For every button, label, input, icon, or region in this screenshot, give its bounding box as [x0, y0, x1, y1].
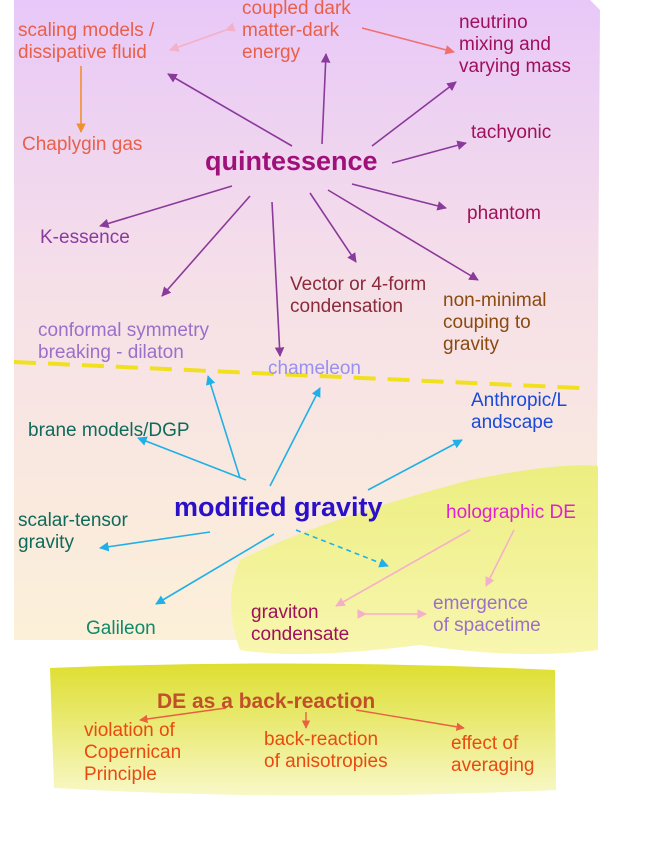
arrow-to-phantom: [351, 183, 447, 211]
arrow-coupled-to-scaling: [169, 22, 236, 52]
arrow-to-violation: [139, 707, 227, 724]
arrow-coupled-to-neutrino: [361, 27, 455, 55]
node-neutrino: neutrino mixing and varying mass: [459, 12, 571, 77]
arrow-to-chameleon-mg: [269, 387, 321, 487]
arrow-to-vector: [309, 192, 357, 263]
node-holographic: holographic DE: [446, 502, 576, 523]
node-quintessence: quintessence: [205, 146, 378, 176]
arrow-to-conformal-dilaton: [206, 375, 241, 479]
node-graviton: graviton condensate: [251, 602, 350, 645]
emergent-gravity-region: [231, 465, 598, 654]
node-modified-gravity: modified gravity: [174, 492, 383, 522]
node-effect-averaging: effect of averaging: [451, 733, 535, 776]
arrow-to-galileon: [155, 533, 275, 605]
node-backreaction-title: DE as a back-reaction: [157, 690, 376, 713]
node-emergence: emergence of spacetime: [433, 593, 541, 636]
node-backreaction-aniso: back-reaction of anisotropies: [264, 729, 388, 772]
arrow-to-non-minimal: [327, 189, 479, 281]
node-chameleon: chameleon: [268, 358, 361, 379]
arrow-to-tachyonic: [391, 140, 467, 164]
divider-line: [13, 360, 581, 390]
arrow-to-scalar-tensor: [99, 531, 211, 552]
backreaction-region: [50, 663, 556, 796]
arrow-holographic-to-emergence: [485, 529, 515, 587]
node-vector: Vector or 4-form condensation: [290, 274, 427, 317]
arrow-to-effect-averaging: [355, 709, 465, 731]
arrow-to-anthropic: [367, 439, 463, 491]
node-non-minimal: non-minimal couping to gravity: [443, 290, 547, 355]
node-conformal: conformal symmetry breaking - dilaton: [38, 320, 210, 363]
node-violation: violation of Copernican Principle: [84, 720, 182, 785]
node-chaplygin: Chaplygin gas: [22, 134, 143, 155]
arrow-holographic-to-graviton: [335, 529, 471, 607]
node-scaling-models: scaling models / dissipative fluid: [18, 20, 155, 63]
arrow-to-chameleon: [271, 201, 285, 357]
arrow-to-coupled-dark: [320, 53, 331, 145]
arrow-to-k-essence: [99, 185, 233, 229]
node-scalar-tensor: scalar-tensor gravity: [18, 510, 128, 553]
node-anthropic: Anthropic/L andscape: [471, 390, 568, 433]
node-phantom: phantom: [467, 203, 541, 224]
arrow-to-emergent-region: [295, 529, 389, 568]
arrow-to-conformal: [161, 195, 251, 297]
node-k-essence: K-essence: [40, 227, 130, 248]
dark-energy-region: [14, 0, 600, 640]
node-brane: brane models/DGP: [28, 420, 190, 441]
node-galileon: Galileon: [86, 618, 156, 639]
arrow-to-neutrino: [371, 81, 457, 147]
arrow-to-scaling-models: [167, 73, 293, 147]
node-coupled-dark: coupled dark matter-dark energy: [242, 0, 351, 63]
arrow-to-brane: [137, 436, 247, 481]
node-tachyonic: tachyonic: [471, 122, 552, 143]
